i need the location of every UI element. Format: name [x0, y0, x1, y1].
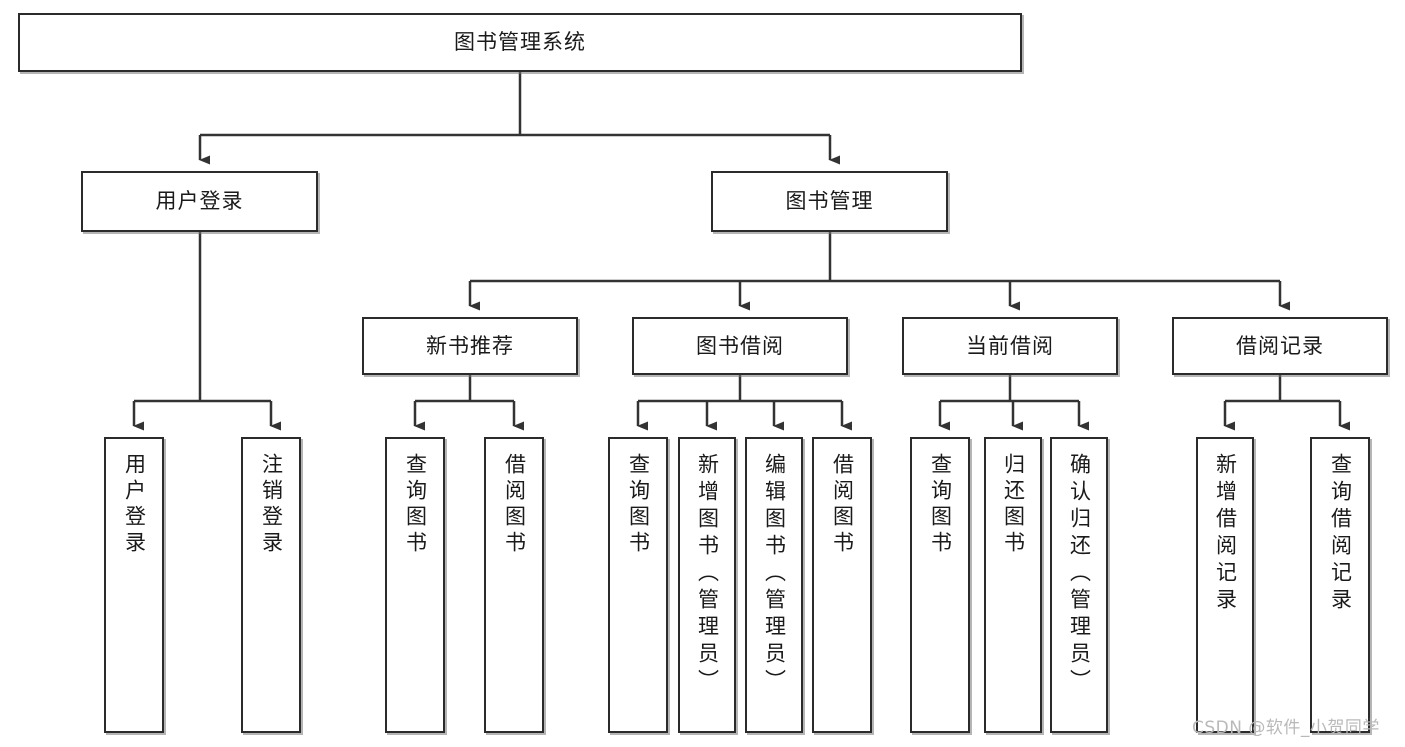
- node-label: 借阅图书: [830, 453, 855, 557]
- node-label: 借阅图书: [502, 453, 527, 557]
- node-label: 借阅记录: [1236, 333, 1324, 358]
- node-l-confirm[interactable]: 确认归还（管理员）: [1050, 437, 1108, 733]
- node-l-queryrec[interactable]: 查询借阅记录: [1310, 437, 1370, 733]
- node-newbook[interactable]: 新书推荐: [362, 317, 578, 375]
- node-label: 新增图书（管理员）: [695, 453, 720, 696]
- node-label: 归还图书: [1001, 453, 1026, 557]
- node-label: 查询图书: [403, 453, 428, 557]
- node-label: 查询图书: [626, 453, 651, 557]
- node-current[interactable]: 当前借阅: [902, 317, 1118, 375]
- node-login[interactable]: 用户登录: [81, 171, 318, 232]
- node-label: 用户登录: [122, 453, 147, 557]
- node-l-logout[interactable]: 注销登录: [241, 437, 301, 733]
- node-label: 查询借阅记录: [1328, 453, 1353, 615]
- node-l-query3[interactable]: 查询图书: [910, 437, 970, 733]
- node-label: 图书管理: [785, 189, 874, 214]
- node-l-login[interactable]: 用户登录: [104, 437, 164, 733]
- node-l-return[interactable]: 归还图书: [984, 437, 1042, 733]
- watermark-label: CSDN @软件_小贺同学: [1192, 718, 1380, 738]
- node-borrow[interactable]: 图书借阅: [632, 317, 848, 375]
- node-label: 新增借阅记录: [1213, 453, 1238, 615]
- node-label: 确认归还（管理员）: [1067, 453, 1092, 696]
- node-label: 查询图书: [928, 453, 953, 557]
- node-label: 图书管理系统: [454, 30, 586, 55]
- node-label: 编辑图书（管理员）: [762, 453, 787, 696]
- node-l-query2[interactable]: 查询图书: [608, 437, 668, 733]
- node-root[interactable]: 图书管理系统: [18, 13, 1022, 72]
- node-label: 图书借阅: [696, 333, 784, 358]
- node-l-addrec[interactable]: 新增借阅记录: [1196, 437, 1254, 733]
- node-l-borrow2[interactable]: 借阅图书: [812, 437, 872, 733]
- node-l-edit[interactable]: 编辑图书（管理员）: [745, 437, 803, 733]
- node-bookmgmt[interactable]: 图书管理: [711, 171, 948, 232]
- node-records[interactable]: 借阅记录: [1172, 317, 1388, 375]
- node-l-borrow1[interactable]: 借阅图书: [484, 437, 544, 733]
- node-label: 注销登录: [259, 453, 284, 557]
- node-label: 当前借阅: [966, 333, 1054, 358]
- node-label: 用户登录: [155, 189, 244, 214]
- node-l-query1[interactable]: 查询图书: [385, 437, 445, 733]
- node-l-add[interactable]: 新增图书（管理员）: [678, 437, 736, 733]
- node-label: 新书推荐: [426, 333, 514, 358]
